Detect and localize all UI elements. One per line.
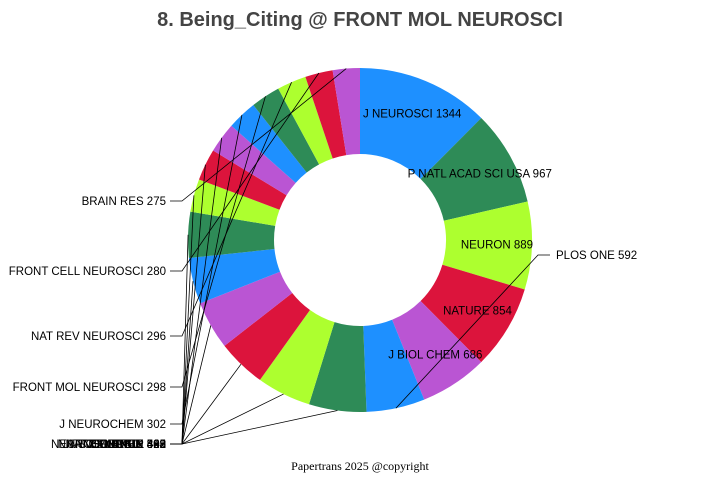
slice-label-brain-res: BRAIN RES 275 [82, 196, 166, 208]
slice-label-nat-commun: NAT COMMUN 468 [65, 439, 166, 451]
slice-brain-res [332, 68, 360, 156]
slice-science [259, 309, 335, 405]
slice-neuron [442, 201, 532, 290]
slice-label-p-natl-acad-sci-usa: P NATL ACAD SCI USA 967 [408, 168, 552, 180]
chart-title: 8. Being_Citing @ FRONT MOL NEUROSCI [157, 9, 563, 31]
leader-line-front-cell-neurosci [170, 72, 320, 272]
slice-label-int-j-mol-sci: INT J MOL SCI 465 [66, 439, 166, 451]
copyright-footer: Papertrans 2025 @copyright [291, 459, 429, 473]
slice-nat-rev-neurosci [278, 76, 333, 165]
leader-line-brain-res [170, 68, 347, 202]
leader-lines-group [170, 68, 550, 445]
slice-label-front-mol-neurosci: FRONT MOL NEUROSCI 298 [13, 382, 166, 394]
leader-line-science [170, 393, 284, 445]
slice-j-neurosci [360, 68, 482, 180]
leader-line-plos-one [395, 254, 550, 409]
slice-label-cell-rep: CELL REP 322 [89, 439, 166, 451]
slice-label-front-cell-neurosci: FRONT CELL NEUROSCI 280 [9, 266, 166, 278]
slice-cell-rep [198, 150, 287, 210]
slice-front-mol-neurosci [253, 88, 320, 173]
slice-p-natl-acad-sci-usa [420, 118, 528, 221]
leader-line-nat-rev-neurosci [170, 82, 292, 337]
slice-label-j-biol-chem: J BIOL CHEM 686 [388, 349, 482, 361]
slice-nat-neurosci [224, 292, 310, 380]
slice-label-sci-rep-uk: SCI REP-UK 491 [78, 439, 166, 451]
slice-label-j-neurochem: J NEUROCHEM 302 [59, 419, 166, 431]
slice-labels-group: J NEUROSCI 1344 P NATL ACAD SCI USA 967NE… [9, 108, 637, 451]
slice-nat-commun [188, 249, 281, 304]
leader-line-brain [170, 137, 223, 445]
leader-line-cell [170, 410, 338, 445]
slice-label-neuroscience: NEUROSCIENCE 333 [51, 439, 166, 451]
slice-label-science: SCIENCE 549 [92, 439, 166, 451]
slice-label-nat-rev-neurosci: NAT REV NEUROSCI 296 [31, 331, 166, 343]
slice-front-cell-neurosci [305, 70, 347, 159]
slice-label-j-neurosci: J NEUROSCI 1344 [363, 108, 462, 120]
slice-cell [309, 322, 367, 412]
slice-label-brain: BRAIN 308 [108, 439, 166, 451]
leader-line-nat-commun [170, 281, 194, 445]
slice-label-cell: CELL 582 [115, 439, 166, 451]
slice-int-j-mol-sci [188, 211, 276, 259]
slice-label-nat-neurosci: NAT NEUROSCI 493 [58, 439, 166, 451]
slice-label-plos-one: PLOS ONE 592 [556, 250, 637, 262]
slice-j-biol-chem [392, 301, 482, 400]
leader-line-front-mol-neurosci [170, 96, 266, 388]
slice-label-nature: NATURE 854 [443, 305, 512, 317]
slices-group [188, 68, 532, 412]
slice-label-neuron: NEURON 889 [461, 240, 533, 252]
slice-plos-one [363, 319, 425, 412]
slice-sci-rep-uk [200, 271, 293, 346]
slice-nature [420, 264, 525, 363]
slice-brain [213, 125, 296, 196]
leader-line-j-neurochem [170, 114, 243, 425]
slice-j-neurochem [231, 105, 307, 183]
